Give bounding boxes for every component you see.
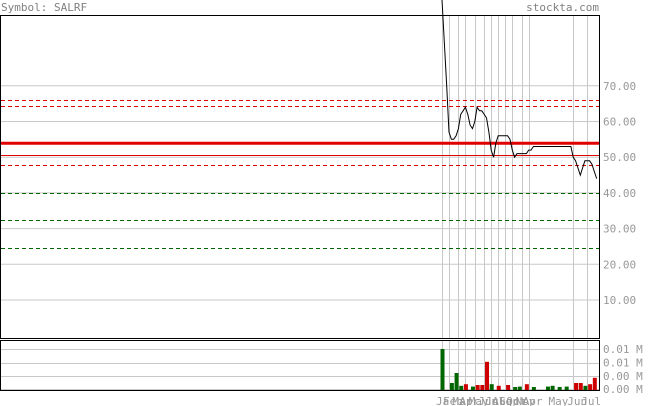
x-tick-label: Mar [452,395,472,406]
price-tick-label: 60.00 [603,116,636,129]
volume-bar [531,387,536,390]
x-tick-label: Sep [499,395,519,406]
price-tick-label: 50.00 [603,151,636,164]
volume-bar [592,377,597,390]
volume-tick-label: 0.00 M [603,370,643,383]
price-grid [1,16,599,338]
volume-tick-label: 0.00 M [603,383,643,396]
volume-tick-label: 0.01 M [603,343,643,356]
volume-bar [475,385,480,390]
x-tick-label: Apr [523,395,543,406]
support-resistance-levels [1,100,599,249]
x-tick-label: Jun [478,395,498,406]
volume-bar [557,387,562,390]
price-tick-label: 70.00 [603,80,636,93]
volume-bar [454,373,459,390]
x-tick-label: May [548,395,568,406]
volume-bar [489,384,494,390]
x-tick-label: Aug [492,395,512,406]
price-tick-label: 30.00 [603,223,636,236]
x-tick-label: Ja [436,395,449,406]
volume-bar [564,386,569,390]
price-tick-label: 20.00 [603,258,636,271]
price-series-line [441,0,598,179]
volume-tick-label: 0.01 M [603,357,643,370]
volume-bar [463,384,468,390]
volume-bar [513,387,518,390]
volume-panel-frame [0,340,600,391]
x-tick-label: Oct [506,395,526,406]
price-panel-frame [0,15,600,339]
x-tick-label: Feb [443,395,463,406]
volume-bars [440,349,597,390]
volume-bar [517,386,522,390]
price-tick-label: 10.00 [603,294,636,307]
volume-bar [485,361,490,390]
volume-bar [496,385,501,390]
volume-bar [440,349,445,390]
volume-bar [480,385,485,390]
volume-bar [574,383,579,390]
volume-bar [588,384,593,390]
volume-bar [459,385,464,390]
volume-bar [506,385,511,390]
price-tick-label: 40.00 [603,187,636,200]
volume-grid [1,341,599,390]
volume-bar [449,383,454,390]
x-tick-label: May [469,395,489,406]
site-label: stockta.com [526,1,599,14]
x-tick-label: Jun [567,395,587,406]
volume-bar [545,386,550,390]
symbol-label: Symbol: SALRF [1,1,87,14]
x-tick-label: Jul [581,395,601,406]
volume-axis: 0.01 M0.01 M0.00 M0.00 M [603,343,643,396]
volume-bar [470,386,475,390]
price-axis: 10.00 20.00 30.00 40.00 50.00 60.00 70.00 [603,80,636,307]
volume-bar [524,384,529,390]
x-tick-label: Nov [516,395,536,406]
volume-bar [583,385,588,390]
volume-bar [578,383,583,390]
x-tick-label: Jul [485,395,505,406]
x-tick-label: Apr [459,395,479,406]
volume-bar [550,385,555,390]
